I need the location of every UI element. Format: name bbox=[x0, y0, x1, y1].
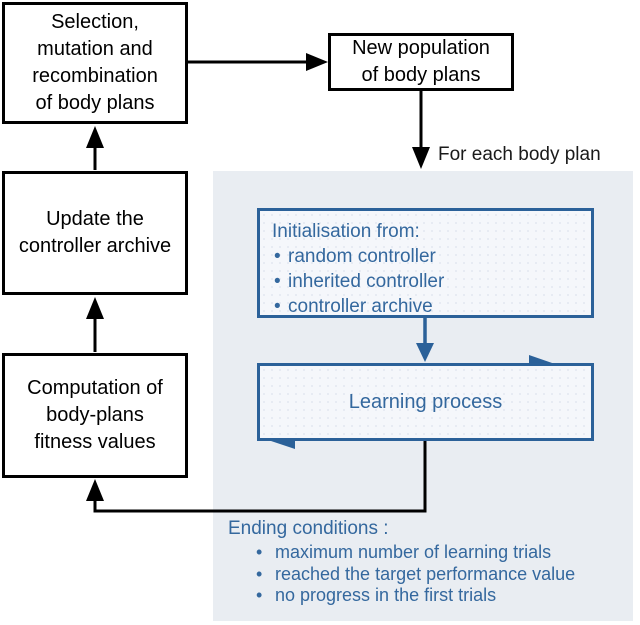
computation-fitness-box: Computation of body-plans fitness values bbox=[2, 353, 188, 478]
computation-line: body-plans bbox=[46, 404, 144, 426]
ending-condition-text: reached the target performance value bbox=[275, 563, 576, 584]
update-archive-box: Update the controller archive bbox=[2, 171, 188, 295]
for-each-body-plan-label: For each body plan bbox=[438, 144, 601, 165]
new-population-line: of body plans bbox=[361, 64, 481, 86]
initialisation-item: • inherited controller bbox=[272, 269, 581, 294]
computation-line: Computation of bbox=[27, 377, 163, 399]
selection-box-line: Selection, bbox=[51, 11, 139, 33]
ending-condition-item: • no progress in the first trials bbox=[228, 585, 628, 607]
ending-conditions-list: • maximum number of learning trials • re… bbox=[228, 542, 628, 607]
initialisation-item-text: random controller bbox=[288, 246, 436, 267]
initialisation-title: Initialisation from: bbox=[272, 221, 420, 242]
arrow-learning-to-computation bbox=[86, 441, 427, 513]
bullet-icon: • bbox=[256, 563, 263, 584]
arrow-computation-to-update bbox=[86, 297, 104, 352]
arrow-new-population-down bbox=[412, 91, 430, 169]
bullet-icon: • bbox=[274, 296, 281, 317]
initialisation-item: • controller archive bbox=[272, 294, 581, 319]
ending-conditions-title: Ending conditions : bbox=[228, 518, 389, 539]
learning-process-label: Learning process bbox=[348, 390, 503, 413]
initialisation-item-text: controller archive bbox=[288, 296, 433, 317]
selection-box-line: recombination bbox=[32, 65, 158, 87]
ending-conditions-block: Ending conditions : • maximum number of … bbox=[228, 518, 628, 607]
update-archive-line: controller archive bbox=[18, 235, 172, 257]
selection-box-line: of body plans bbox=[35, 92, 155, 114]
new-population-box: New population of body plans bbox=[328, 33, 514, 91]
initialisation-item: • random controller bbox=[272, 244, 581, 269]
ending-condition-text: no progress in the first trials bbox=[275, 585, 497, 605]
selection-mutation-box: Selection, mutation and recombination of… bbox=[2, 2, 188, 124]
bullet-icon: • bbox=[256, 585, 263, 605]
ending-condition-item: • maximum number of learning trials bbox=[228, 542, 628, 564]
initialisation-item-text: inherited controller bbox=[288, 271, 445, 292]
update-archive-line: Update the bbox=[46, 208, 144, 230]
bullet-icon: • bbox=[256, 542, 263, 562]
bullet-icon: • bbox=[274, 246, 281, 267]
selection-box-line: mutation and bbox=[37, 38, 153, 60]
computation-line: fitness values bbox=[34, 431, 156, 453]
bullet-icon: • bbox=[274, 271, 281, 292]
new-population-line: New population bbox=[352, 37, 490, 59]
ending-condition-text: maximum number of learning trials bbox=[275, 542, 552, 562]
arrow-init-to-learning bbox=[416, 318, 434, 362]
ending-condition-item: • reached the target performance value bbox=[228, 564, 628, 586]
initialisation-box: Initialisation from: • random controller… bbox=[257, 208, 594, 318]
learning-process-box: Learning process bbox=[257, 363, 594, 441]
arrow-selection-to-new-population bbox=[188, 53, 328, 71]
arrow-update-to-selection bbox=[86, 126, 104, 170]
